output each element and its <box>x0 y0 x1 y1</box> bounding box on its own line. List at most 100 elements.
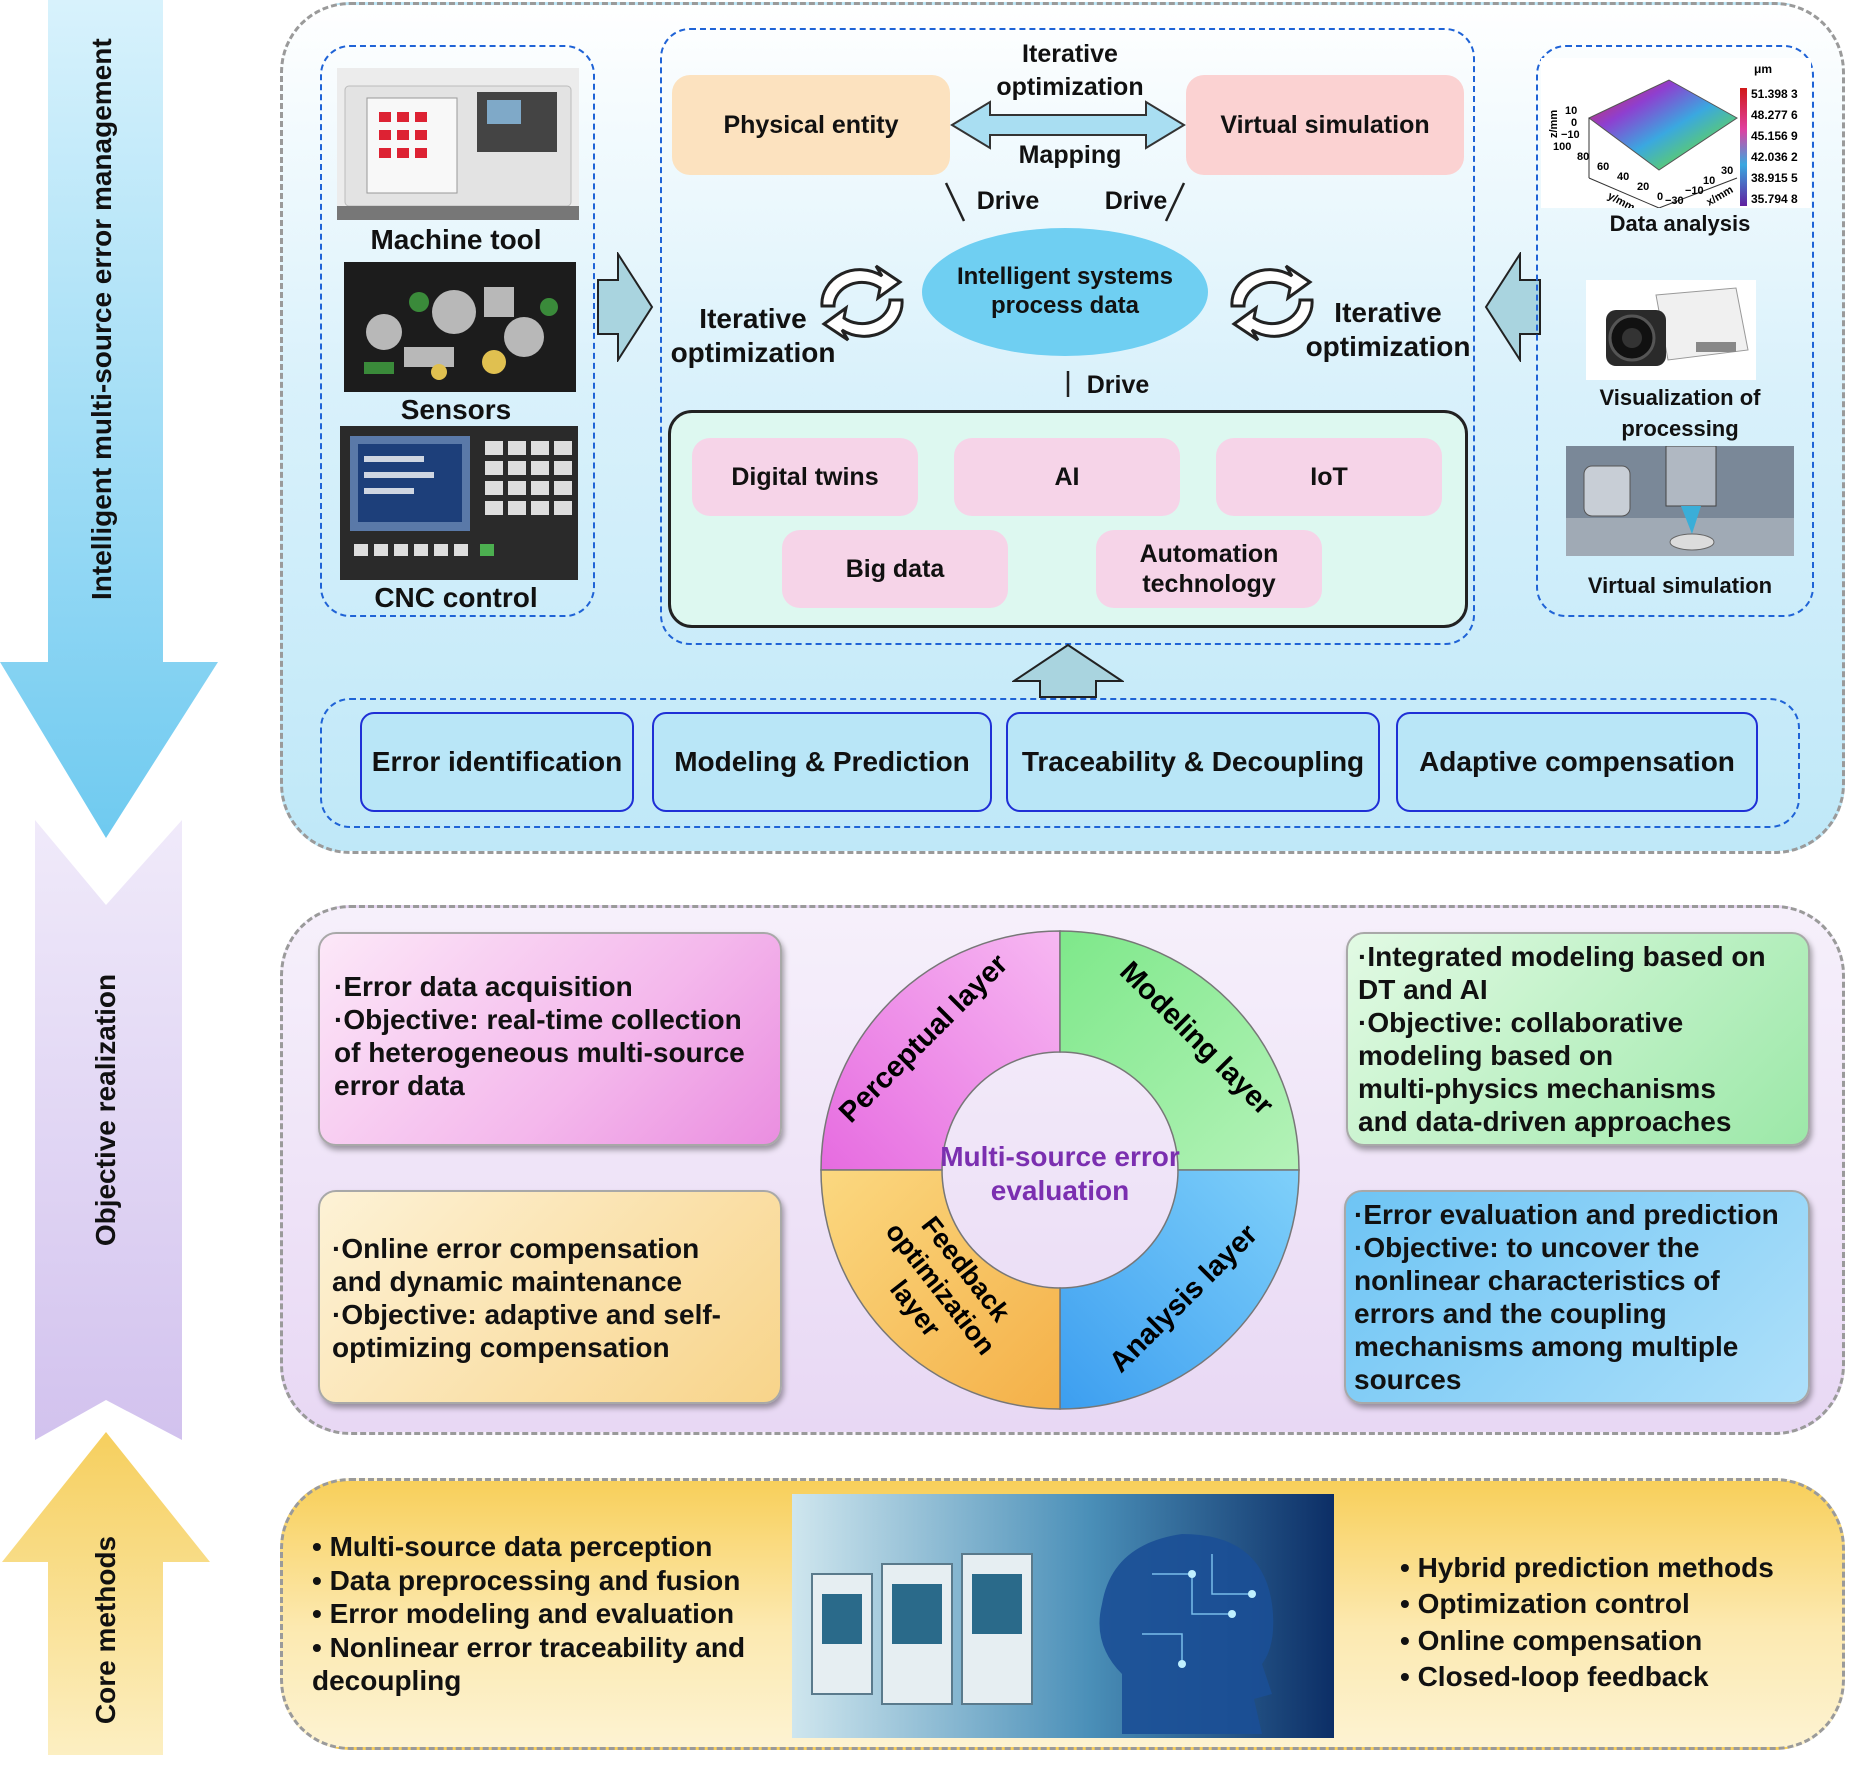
machine-tool-label: Machine tool <box>370 224 542 255</box>
virtual-simulation-box: Virtual simulation <box>1186 75 1464 175</box>
left-input-arrow <box>597 252 654 362</box>
cnc-control-label: CNC control <box>374 582 538 613</box>
y-tick: 100 <box>1553 141 1571 153</box>
traceability-decoupling-module: Traceability & Decoupling <box>1006 712 1380 812</box>
card-line: error data <box>334 1070 465 1102</box>
visualization-label: Visualization of processing <box>1599 385 1761 441</box>
card-line: ·Error evaluation and prediction <box>1354 1199 1779 1230</box>
sensors-image <box>344 262 576 392</box>
core-up-arrow <box>2 1432 210 1755</box>
objective-label: Objective realization <box>90 973 121 1247</box>
y-tick: 0 <box>1657 191 1663 203</box>
modeling-segment <box>1059 930 1300 1171</box>
cb-tick: 42.036 2 <box>1751 150 1798 164</box>
card-line: ·Online error compensation <box>332 1233 700 1264</box>
cb-tick: 45.156 9 <box>1751 129 1798 143</box>
feedback-segment <box>820 1169 1061 1410</box>
modules-up-arrow <box>1012 643 1124 698</box>
card-line: ·Objective: real-time collection <box>334 1004 742 1036</box>
card-line: ·Error data acquisition <box>334 971 633 1002</box>
tech-iot: IoT <box>1216 438 1442 516</box>
perceptual-card: ·Error data acquisition ·Objective: real… <box>318 932 782 1146</box>
y-tick: 20 <box>1637 181 1649 193</box>
y-tick: 60 <box>1597 161 1609 173</box>
analysis-group <box>1536 45 1814 617</box>
card-line: and data-driven approaches <box>1358 1106 1732 1138</box>
mapping-double-arrow <box>950 100 1186 150</box>
intelligent-systems-ellipse: Intelligent systems process data <box>922 228 1208 356</box>
tech-ai: AI <box>954 438 1180 516</box>
data-analysis-label: Data analysis <box>1609 211 1751 236</box>
cb-tick: 35.794 8 <box>1751 192 1798 206</box>
equipment-group <box>320 45 595 617</box>
y-tick: 80 <box>1577 151 1589 163</box>
plot-unit: μm <box>1754 62 1772 76</box>
card-line: of heterogeneous multi-source <box>334 1037 745 1069</box>
x-tick: −30 <box>1665 195 1684 207</box>
error-surface-plot: μm 51.398 3 48.277 6 45.156 9 42.036 2 3… <box>1541 58 1811 208</box>
method-item: • Optimization control <box>1400 1588 1690 1620</box>
perceptual-segment <box>820 930 1061 1171</box>
z-tick: −10 <box>1561 129 1580 141</box>
management-label: Intelligent multi-source error managemen… <box>86 38 117 600</box>
iterative-optimization-left-label: Iterative optimization <box>670 303 836 368</box>
method-item: • Nonlinear error traceability and <box>312 1631 746 1663</box>
x-tick: 30 <box>1721 165 1733 177</box>
method-item: • Error modeling and evaluation <box>312 1598 735 1630</box>
iterative-optimization-top-label: Iterative optimization <box>996 40 1144 101</box>
card-line: ·Objective: collaborative <box>1358 1007 1684 1039</box>
card-line: modeling based on <box>1358 1040 1614 1072</box>
card-line: multi-physics mechanisms <box>1358 1073 1716 1105</box>
method-item: • Hybrid prediction methods <box>1400 1552 1774 1583</box>
core-methods-right-list: • Hybrid prediction methods • Optimizati… <box>1400 1550 1774 1696</box>
drive-bottom-label: Drive <box>1086 371 1150 399</box>
sensors-label: Sensors <box>400 394 512 425</box>
z-tick: 0 <box>1571 117 1577 129</box>
method-item: • Online compensation <box>1400 1624 1703 1656</box>
machine-tool-image <box>337 68 579 220</box>
objective-chevron <box>35 820 182 1440</box>
method-item: • Data preprocessing and fusion <box>312 1564 741 1596</box>
virtual-simulation-label: Virtual simulation <box>1587 573 1773 598</box>
card-line: ·Objective: to uncover the <box>1354 1232 1700 1264</box>
method-item: decoupling <box>312 1665 462 1697</box>
x-tick: 10 <box>1703 175 1715 187</box>
core-methods-label: Core methods <box>90 1535 121 1725</box>
card-line: optimizing compensation <box>332 1332 670 1364</box>
drive-lines <box>944 182 1186 397</box>
drive-right-label: Drive <box>1104 187 1168 215</box>
iterative-optimization-right-label: Iterative optimization <box>1305 297 1471 362</box>
modeling-prediction-module: Modeling & Prediction <box>652 712 992 812</box>
card-line: sources <box>1354 1364 1462 1396</box>
tech-big-data: Big data <box>782 530 1008 608</box>
modules-group <box>320 698 1800 828</box>
z-axis-label: z/mm <box>1548 110 1560 138</box>
digital-twin-group <box>660 28 1475 645</box>
z-tick: 10 <box>1565 105 1577 117</box>
cb-tick: 38.915 5 <box>1751 171 1798 185</box>
cycle-icon-right <box>1230 264 1314 342</box>
tech-digital-twins: Digital twins <box>692 438 918 516</box>
cnc-control-image <box>340 426 578 580</box>
core-methods-left-list: • Multi-source data perception • Data pr… <box>312 1530 745 1698</box>
tech-automation: Automation technology <box>1096 530 1322 608</box>
method-item: • Closed-loop feedback <box>1400 1661 1709 1693</box>
virtual-sim-image <box>1566 446 1794 556</box>
analysis-card: ·Error evaluation and prediction ·Object… <box>1344 1190 1810 1404</box>
card-line: mechanisms among multiple <box>1354 1331 1739 1363</box>
card-line: nonlinear characteristics of <box>1354 1265 1720 1297</box>
y-tick: 40 <box>1617 171 1629 183</box>
method-item: • Multi-source data perception <box>312 1531 713 1562</box>
right-input-arrow <box>1484 252 1541 362</box>
cycle-icon-left <box>820 264 904 342</box>
card-line: ·Objective: adaptive and self- <box>332 1299 721 1331</box>
card-line: DT and AI <box>1358 974 1488 1006</box>
analysis-segment <box>1059 1169 1300 1410</box>
side-arrows <box>0 0 218 1755</box>
drive-left-label: Drive <box>976 187 1040 215</box>
multi-source-evaluation-label: Multi-source error evaluation <box>940 1141 1180 1206</box>
cb-tick: 51.398 3 <box>1751 87 1798 101</box>
card-line: ·Integrated modeling based on <box>1358 941 1766 972</box>
x-tick: −10 <box>1685 185 1704 197</box>
modeling-card: ·Integrated modeling based on DT and AI … <box>1346 932 1810 1146</box>
